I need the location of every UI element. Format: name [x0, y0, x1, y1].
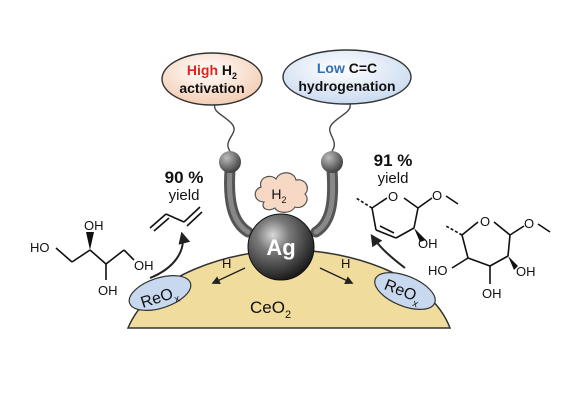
h2-cloud: H2 [254, 172, 308, 213]
glycal-product-structure: O O OH [355, 188, 459, 251]
bubble-right-line2: hydrogenation [298, 78, 395, 94]
butadiene-structure [149, 206, 203, 232]
erythritol-oh-top: OH [84, 218, 104, 233]
rhamnoside-oh-right: OH [516, 264, 536, 279]
hydrogen-spillover-right: H [319, 256, 354, 284]
reox-left-patch: ReOx [128, 275, 192, 312]
yield-left-label: yield [169, 187, 200, 204]
bubble-high-h2-activation: High H2 activation [161, 52, 263, 106]
bubble-left-line2: activation [179, 80, 244, 96]
reox-right-patch: ReOx [374, 272, 436, 310]
bubble-left-emphasis: High [187, 62, 218, 78]
bubble-low-cc-hydrogenation: Low C=C hydrogenation [282, 49, 412, 105]
silver-label: Ag [266, 235, 295, 260]
svg-text:O: O [480, 214, 490, 229]
erythritol-structure: OH HO OH OH [30, 218, 154, 298]
left-arm-knob [219, 151, 241, 173]
svg-text:Low C=C: Low C=C [317, 60, 377, 76]
silver-particle [247, 213, 315, 281]
left-arm [224, 164, 254, 238]
yield-right-label: yield [378, 170, 409, 187]
reaction-arrow-right [370, 234, 406, 269]
rhamnoside-oh-bottom: OH [482, 286, 502, 301]
right-arm-knob [321, 151, 343, 173]
rhamnoside-ho: HO [428, 263, 448, 278]
support-label: CeO2 [250, 298, 291, 321]
erythritol-ho-left: HO [30, 240, 50, 255]
reaction-arrow-left [149, 231, 191, 279]
svg-text:O: O [524, 216, 534, 231]
svg-text:H2: H2 [271, 186, 286, 205]
hydrogen-spillover-left: H [211, 256, 246, 284]
svg-text:O: O [388, 189, 398, 204]
yield-right-percent: 91 % [374, 151, 413, 170]
right-arm [310, 164, 339, 238]
svg-text:O: O [432, 188, 442, 203]
erythritol-oh-right: OH [134, 258, 154, 273]
yield-left-percent: 90 % [165, 168, 204, 187]
right-tether [329, 103, 351, 152]
left-tether [213, 103, 235, 152]
bubble-right-emphasis: Low [317, 60, 345, 76]
hydrogen-left-label: H [222, 256, 231, 271]
hydrogen-right-label: H [341, 256, 350, 271]
rhamnoside-structure: O O HO OH OH [428, 214, 551, 301]
svg-text:High H2: High H2 [187, 62, 237, 81]
erythritol-oh-bottom: OH [98, 283, 118, 298]
glycal-oh: OH [418, 236, 438, 251]
